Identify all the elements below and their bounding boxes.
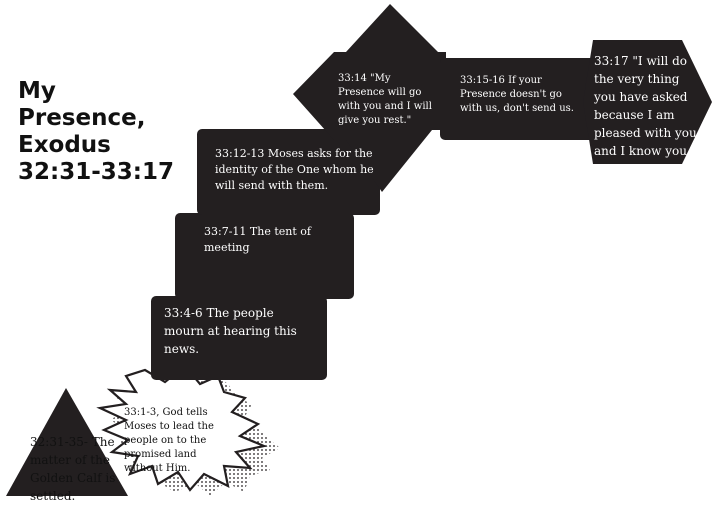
step-2-label: 33:1-3, God tells Moses to lead the peop… — [124, 407, 214, 474]
step-8-hexagon — [583, 40, 712, 164]
title-line-3: Exodus — [18, 132, 111, 158]
step-3-box — [151, 296, 327, 380]
title-line-4: 32:31-33:17 — [18, 159, 174, 185]
step-6-arrow — [293, 4, 446, 192]
step-8-label: 33:17 "I will do the very thing you have… — [594, 54, 697, 176]
title-line-2: Presence, — [18, 105, 146, 131]
step-5-label: 33:12-13 Moses asks for the identity of … — [215, 147, 374, 192]
step-3-label: 33:4-6 The people mourn at hearing this … — [164, 306, 297, 356]
step-7-label: 33:15-16 If your Presence doesn't go wit… — [460, 75, 574, 114]
step-1-triangle — [6, 388, 128, 496]
diagram-title: My Presence, Exodus 32:31-33:17 — [18, 78, 218, 186]
step-1-label: 32:31-35- The matter of the Golden Calf … — [30, 435, 116, 503]
title-line-1: My — [18, 78, 56, 104]
step-5-box — [197, 129, 380, 215]
step-7-box — [440, 58, 597, 140]
step-4-label: 33:7-11 The tent of meeting — [204, 225, 311, 254]
step-4-box — [175, 213, 354, 299]
step-2-starburst — [96, 364, 268, 492]
step-6-label: 33:14 "My Presence will go with you and … — [338, 73, 432, 126]
